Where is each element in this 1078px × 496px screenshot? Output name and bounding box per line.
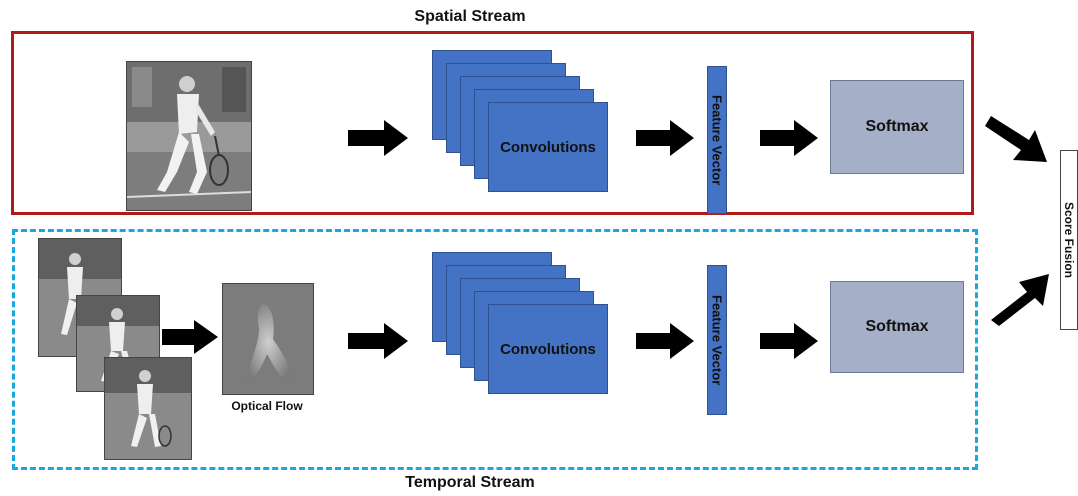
temporal-feature-vector: Feature Vector: [707, 265, 727, 415]
spatial-arrow-1: [348, 120, 408, 156]
optical-flow-image: [222, 283, 314, 395]
temporal-arrow-0: [162, 320, 218, 354]
temporal-arrow-1: [348, 323, 408, 359]
spatial-conv-label: Convolutions: [500, 138, 596, 156]
spatial-stream-title: Spatial Stream: [414, 8, 526, 25]
temporal-softmax-label: Softmax: [865, 318, 929, 335]
fusion-arrow-top: [985, 116, 1047, 162]
temporal-stream-title: Temporal Stream: [405, 474, 535, 491]
spatial-feature-label: Feature Vector: [709, 94, 725, 186]
spatial-softmax-label: Softmax: [865, 118, 929, 135]
spatial-softmax: Softmax: [830, 80, 964, 174]
conv-layer-front: Convolutions: [488, 304, 608, 394]
temporal-arrow-3: [760, 323, 818, 359]
conv-layer-front: Convolutions: [488, 102, 608, 192]
spatial-input-frame: [126, 61, 252, 211]
temporal-feature-label: Feature Vector: [709, 294, 725, 386]
fusion-arrow-bottom: [991, 274, 1049, 326]
spatial-feature-vector: Feature Vector: [707, 66, 727, 214]
spatial-arrow-2: [636, 120, 694, 156]
score-fusion-label: Score Fusion: [1062, 201, 1076, 278]
spatial-arrow-3: [760, 120, 818, 156]
score-fusion-box: Score Fusion: [1060, 150, 1078, 330]
spatial-convolutions-stack: Convolutions: [432, 50, 632, 200]
temporal-frame-3: [104, 357, 192, 460]
temporal-softmax: Softmax: [830, 281, 964, 373]
temporal-stream-box: [12, 229, 978, 470]
temporal-arrow-2: [636, 323, 694, 359]
optical-flow-caption: Optical Flow: [231, 399, 303, 413]
spatial-stream-box: [11, 31, 974, 215]
temporal-convolutions-stack: Convolutions: [432, 252, 632, 402]
temporal-conv-label: Convolutions: [500, 340, 596, 358]
